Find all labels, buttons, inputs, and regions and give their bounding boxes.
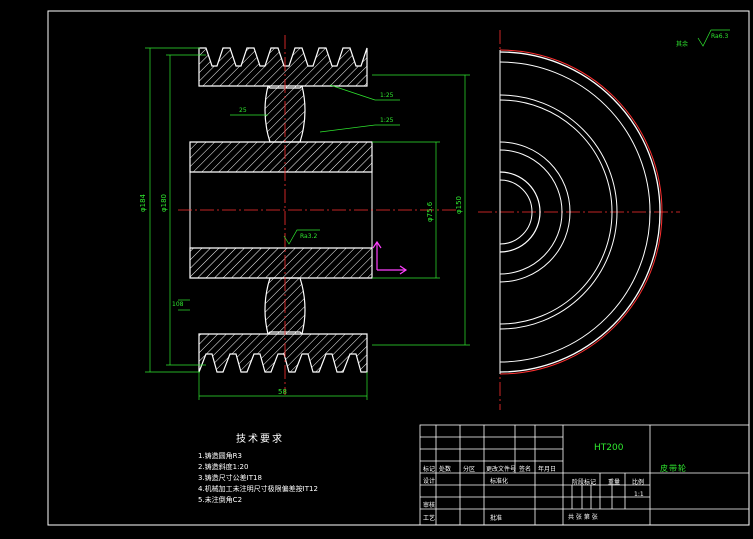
tb-standard-label: 标准化 — [490, 478, 509, 485]
outer-circle-red — [499, 49, 663, 375]
upper-rim — [198, 47, 368, 89]
hub-circle-2 — [499, 149, 563, 275]
outer-circle — [499, 51, 661, 373]
dim-groove-width: 25 — [239, 107, 247, 114]
dim-outer-diameter: φ184 — [139, 193, 147, 212]
dim-width: 58 — [278, 388, 287, 396]
dim-slope-2: 1:25 — [380, 117, 394, 124]
tb-scale-label: 比例 — [632, 479, 645, 486]
tb-header-count: 处数 — [439, 466, 452, 473]
ucs-icon — [372, 240, 408, 275]
general-roughness-label: 其余 — [676, 40, 688, 48]
lower-hub — [189, 247, 373, 279]
dim-hub-diameter: φ150 — [455, 196, 463, 214]
hub-circle-1 — [499, 141, 571, 283]
tech-req-item: 3.铸造尺寸公差IT18 — [198, 474, 262, 482]
tb-scale-value: 1:1 — [634, 491, 644, 498]
tb-designer-label: 设计 — [423, 478, 436, 485]
dim-slope-1: 1:25 — [380, 92, 394, 99]
tb-header-date: 年月日 — [538, 466, 557, 473]
drawing-frame — [47, 10, 750, 526]
end-view — [478, 30, 680, 410]
bore-circle-inner — [499, 179, 533, 245]
lower-rim — [198, 331, 368, 373]
section-view: Ra3.2 φ184 φ180 φ150 φ75.6 58 25 108 1:2… — [139, 35, 470, 400]
tech-req-title: 技术要求 — [236, 434, 284, 445]
tech-req-item: 5.未注倒角C2 — [198, 496, 243, 504]
upper-hub — [189, 141, 373, 173]
general-roughness-symbol — [697, 29, 730, 47]
tb-weight-label: 重量 — [608, 479, 621, 486]
technical-requirements: 技术要求 1.铸造圆角R3 2.铸造斜度1:20 3.铸造尺寸公差IT18 4.… — [198, 430, 318, 506]
tb-header-sign: 签名 — [519, 466, 532, 473]
bore-roughness: Ra3.2 — [300, 233, 317, 240]
tb-approve-label: 批准 — [490, 515, 503, 522]
tb-process-label: 工艺 — [423, 515, 436, 522]
dim-root-diameter: φ180 — [160, 194, 168, 212]
groove-circle — [499, 94, 618, 330]
general-roughness-value: Ra6.3 — [711, 33, 728, 40]
dim-hub-offset: 108 — [172, 301, 184, 308]
bore-circle — [499, 171, 541, 253]
root-circle — [499, 61, 651, 363]
title-block-grid — [419, 424, 750, 526]
tech-req-item: 1.铸造圆角R3 — [198, 452, 242, 460]
material-label: HT200 — [594, 443, 624, 453]
tech-req-item: 4.机械加工未注明尺寸极限偏差按IT12 — [198, 485, 318, 493]
tb-header-zone: 分区 — [463, 466, 476, 473]
tb-stage-label: 阶段标记 — [572, 479, 597, 486]
web-circle — [499, 99, 613, 325]
dim-bore-diameter: φ75.6 — [426, 201, 434, 222]
tech-req-item: 2.铸造斜度1:20 — [198, 463, 249, 471]
part-name: 皮带轮 — [660, 464, 687, 473]
tb-header-doc: 更改文件号 — [486, 466, 517, 473]
tb-review-label: 审核 — [423, 502, 436, 509]
tb-sheets-label: 共 张 第 张 — [568, 514, 598, 521]
tb-header-mark: 标记 — [423, 466, 436, 473]
